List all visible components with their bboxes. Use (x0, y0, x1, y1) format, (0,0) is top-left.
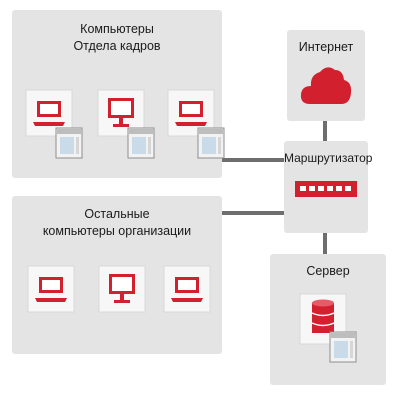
hr-laptop-1[interactable] (25, 89, 83, 162)
internet-label: Интернет (298, 40, 354, 54)
other-laptop-1[interactable] (27, 265, 75, 313)
other-desktop[interactable] (98, 265, 146, 313)
database-icon (299, 293, 357, 363)
server-device[interactable] (299, 293, 358, 368)
desktop-monitor-icon (98, 265, 146, 313)
desktop-monitor-icon (97, 89, 155, 159)
router-label: Маршрутизатор (284, 151, 373, 165)
router-node[interactable]: Маршрутизатор (284, 141, 373, 233)
other-computers-group: Остальные компьютеры организации (12, 196, 222, 354)
other-laptop-2[interactable] (163, 265, 211, 313)
hr-group-title: Компьютеры Отдела кадров (12, 21, 222, 55)
laptop-icon (167, 89, 225, 159)
other-group-title-line2: компьютеры организации (42, 224, 192, 238)
laptop-icon (163, 265, 211, 313)
server-label: Сервер (306, 264, 350, 278)
laptop-icon (27, 265, 75, 313)
hr-group-title-line2: Отдела кадров (73, 39, 161, 53)
connector-internet-router (323, 121, 327, 141)
other-group-title: Остальные компьютеры организации (12, 206, 222, 240)
cloud-icon (300, 67, 352, 104)
connector-other-router (222, 211, 284, 215)
server-node[interactable]: Сервер (270, 254, 386, 385)
internet-node[interactable]: Интернет (287, 30, 365, 121)
hr-laptop-2[interactable] (167, 89, 225, 162)
other-group-title-line1: Остальные (84, 207, 150, 221)
hr-group-title-line1: Компьютеры (80, 22, 154, 36)
connector-router-server (323, 233, 327, 254)
hr-computers-group: Компьютеры Отдела кадров (12, 10, 225, 178)
laptop-icon (25, 89, 83, 159)
hr-desktop[interactable] (97, 89, 155, 162)
router-icon (295, 181, 357, 197)
connector-hr-router (222, 158, 284, 162)
